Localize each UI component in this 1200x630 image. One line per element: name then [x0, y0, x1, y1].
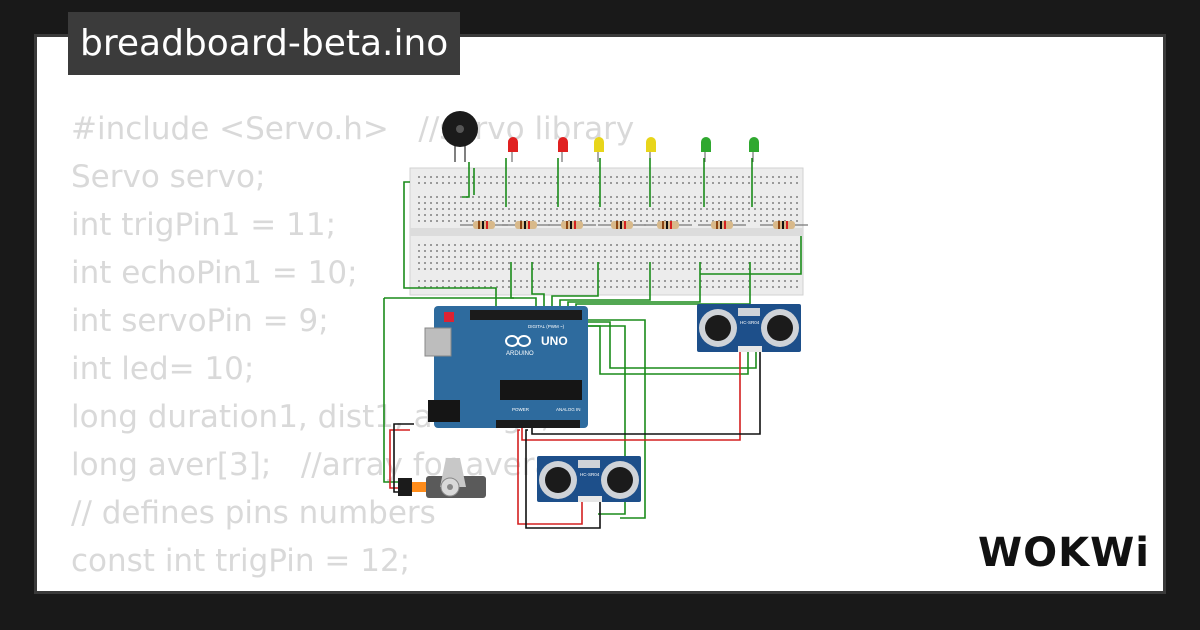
code-line: int trigPin1 = 11; — [71, 207, 337, 243]
ultrasonic-sensor-2: HC-SR04 — [537, 456, 641, 502]
digital-label: DIGITAL (PWM ~) — [528, 324, 565, 329]
code-line: long aver[3]; //array for average — [71, 447, 593, 483]
wokwi-logo-text: WOKWi — [978, 530, 1150, 574]
led-green — [701, 137, 711, 152]
sensor-2-label: HC-SR04 — [580, 472, 600, 477]
led-red — [508, 137, 518, 152]
ultrasonic-sensor-1: HC-SR04 — [697, 304, 801, 352]
wokwi-logo: WOKWi — [978, 530, 1150, 574]
uno-label: UNO — [541, 334, 568, 348]
code-line: #include <Servo.h> //servo library — [71, 111, 635, 147]
analog-label: ANALOG IN — [556, 407, 581, 412]
leds — [508, 137, 759, 162]
power-label: POWER — [512, 407, 530, 412]
code-line: int servoPin = 9; — [71, 303, 329, 339]
led-green — [749, 137, 759, 152]
arduino-label: ARDUINO — [506, 351, 534, 357]
code-line: int led= 10; — [71, 351, 255, 387]
project-title: breadboard-beta.ino — [68, 12, 461, 75]
arduino-uno: UNO ARDUINO DIGITAL (PWM ~) POWER ANALOG… — [424, 306, 588, 428]
code-line: int echoPin1 = 10; — [71, 255, 358, 291]
led-red — [558, 137, 568, 152]
sensor-1-label: HC-SR04 — [740, 320, 760, 325]
code-line: const int trigPin = 12; — [71, 543, 411, 579]
buzzer — [442, 111, 478, 162]
servo-motor — [398, 458, 486, 498]
led-yellow — [646, 137, 656, 152]
card-shadow — [48, 594, 1200, 630]
resistors — [460, 221, 808, 229]
code-line: // defines pins numbers — [71, 495, 436, 531]
led-yellow — [594, 137, 604, 152]
code-line: Servo servo; — [71, 159, 266, 195]
